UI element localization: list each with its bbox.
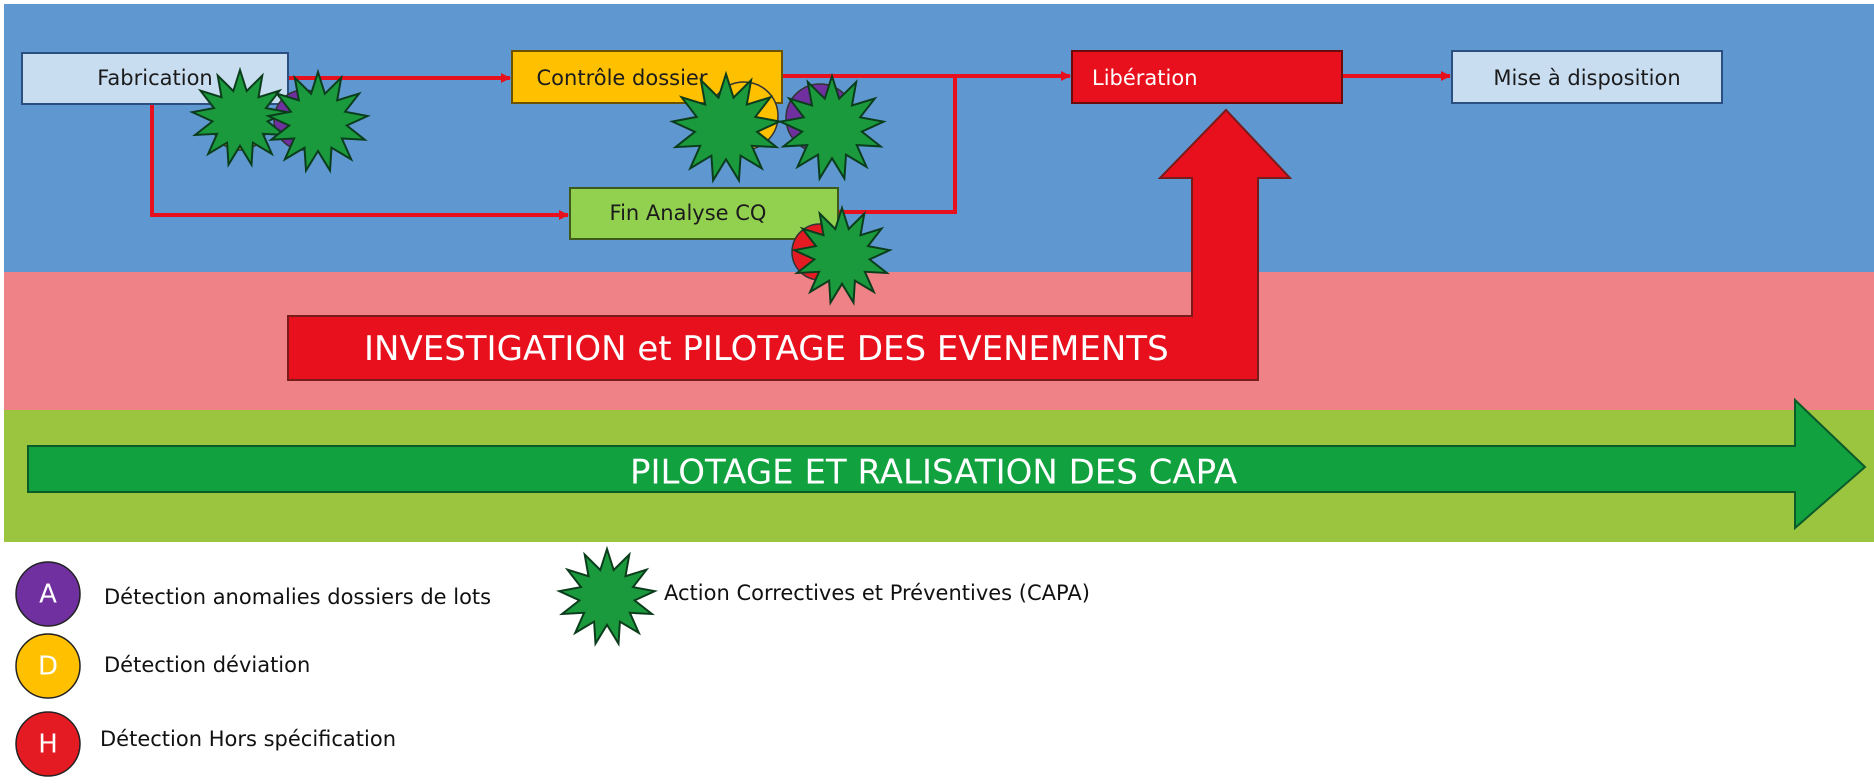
connector-fin-analyse-merge: [838, 76, 957, 214]
legend-deviation-circle: [15, 633, 81, 699]
legend-hors-spec-letter: H: [38, 730, 58, 760]
legend-anomalies-letter: A: [39, 580, 57, 610]
capa-label: PILOTAGE ET RALISATION DES CAPA: [630, 453, 1237, 493]
node-mise-a-disposition: Mise à disposition: [1451, 50, 1723, 104]
legend-capa-action: Action Correctives et Préventives (CAPA): [664, 581, 1090, 605]
node-liberation: Libération: [1071, 50, 1343, 104]
capa-star-controle-1: [669, 70, 783, 184]
legend-deviation: D Détection déviation: [15, 633, 310, 699]
legend-hors-spec: H Détection Hors spécification: [15, 711, 396, 777]
legend: A Détection anomalies dossiers de lots D…: [15, 561, 1090, 777]
capa-star-fabrication-2: [265, 68, 371, 174]
legend-anomalies-circle: [15, 561, 81, 627]
legend-hors-spec-text: Détection Hors spécification: [100, 727, 396, 751]
capa-stars: [189, 66, 893, 647]
capa-star-controle-2: [777, 72, 887, 182]
node-controle-dossier-label: Contrôle dossier: [537, 66, 708, 90]
capa-star-fabrication-1: [189, 66, 291, 168]
capa-arrow: [27, 397, 1867, 531]
node-fin-analyse-cq: Fin Analyse CQ: [569, 187, 839, 240]
capa-star-fin-analyse: [791, 204, 893, 306]
legend-anomalies: A Détection anomalies dossiers de lots: [15, 561, 491, 627]
node-mise-a-disposition-label: Mise à disposition: [1493, 66, 1680, 90]
investigation-arrow: [287, 108, 1293, 381]
node-fabrication-label: Fabrication: [97, 66, 212, 90]
legend-capa-star: [556, 545, 658, 647]
legend-anomalies-text: Détection anomalies dossiers de lots: [104, 585, 491, 609]
legend-deviation-text: Détection déviation: [104, 653, 310, 677]
legend-hors-spec-circle: [15, 711, 81, 777]
connector-fabrication-fin-analyse: [150, 104, 569, 220]
legend-deviation-letter: D: [38, 652, 58, 682]
node-liberation-label: Libération: [1092, 66, 1198, 90]
flow-connectors: [150, 71, 1451, 220]
legend-capa-action-text: Action Correctives et Préventives (CAPA): [664, 581, 1090, 605]
investigation-label: INVESTIGATION et PILOTAGE DES EVENEMENTS: [364, 329, 1169, 369]
node-fin-analyse-cq-label: Fin Analyse CQ: [610, 201, 767, 225]
